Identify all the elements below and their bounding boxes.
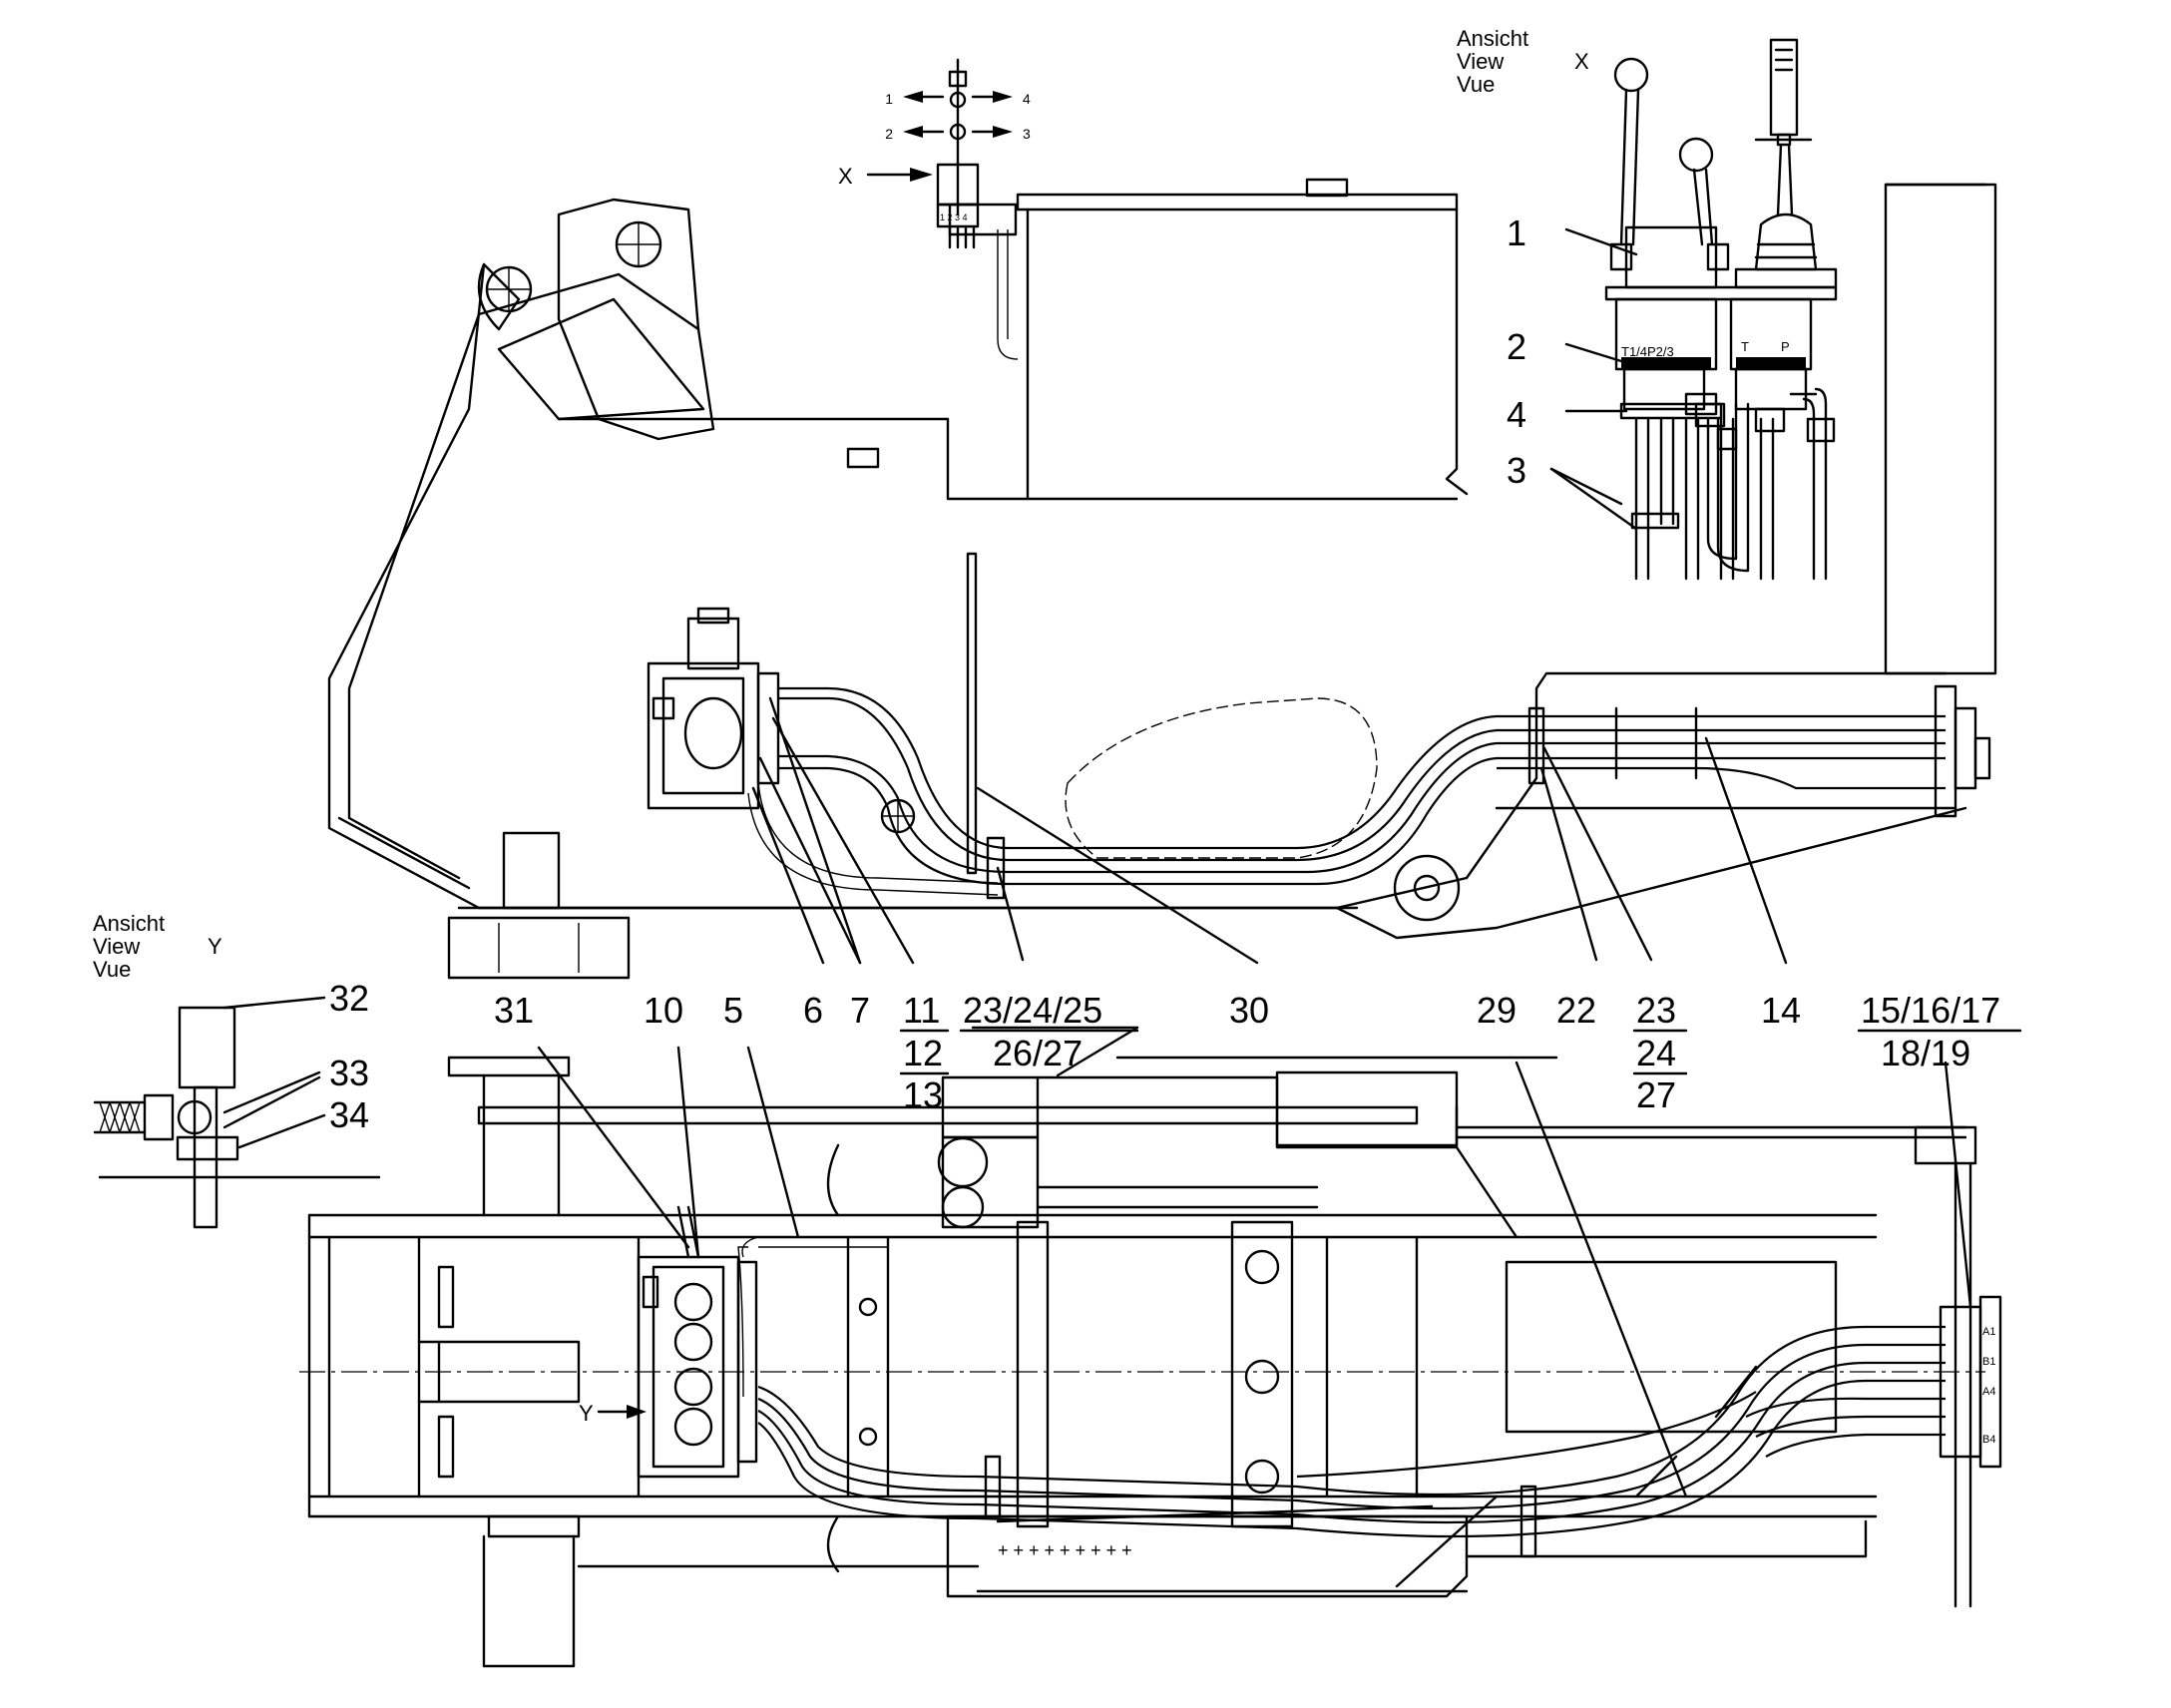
boom-mount [477,198,715,441]
callout-4: 4 [1507,394,1526,435]
callout-7: 7 [850,990,870,1031]
svg-text:+ + + + +: + + + + + + + + + [998,1540,1132,1560]
vertical-plate [966,552,1006,900]
y-arrow-label: Y [579,1401,594,1426]
hose-bundle-plan: A1 B1 A4 B4 [737,1236,2002,1558]
block-port-a4: A4 [1982,1386,1995,1398]
callout-23-24-25: 23/24/25 [963,990,1102,1031]
callout-32: 32 [329,978,369,1019]
hose-bundle-side [747,684,1991,896]
valve-port-p: P [1781,339,1790,354]
callout-26-27: 26/27 [993,1033,1083,1073]
callout-23: 23 [1636,990,1676,1031]
callout-14: 14 [1761,990,1801,1031]
block-port-b4: B4 [1982,1434,1995,1446]
x-arrow-label: X [838,164,853,189]
lever-dir-1: 1 [885,91,893,107]
lever-dir-2: 2 [885,126,893,142]
side-view: 1 2 4 3 1 2 3 4 X [327,38,1997,980]
tank-box [948,178,1469,501]
view-x-joysticks: T1/4P2/3 T P [1604,38,1838,581]
view-y-letter: Y [208,934,222,959]
callout-22: 22 [1556,990,1596,1031]
callout-24: 24 [1636,1033,1676,1073]
main-frame [327,183,1997,980]
callouts: Ansicht View Vue X Ansicht View Vue Y 1 … [93,26,2022,1135]
lever-diagram: 1 2 4 3 1 2 3 4 X [838,58,1031,249]
view-x-vue: Vue [1457,72,1495,97]
callout-11: 11 [903,990,940,1031]
callout-2: 2 [1507,326,1526,367]
callout-34: 34 [329,1094,369,1135]
callout-13: 13 [903,1074,943,1115]
callout-12: 12 [903,1033,943,1073]
callout-18-19: 18/19 [1881,1033,1970,1073]
callout-15-16-17: 15/16/17 [1861,990,2000,1031]
view-x-letter: X [1574,49,1589,74]
callout-6: 6 [803,990,823,1031]
view-y-detail [93,996,381,1229]
leader-lines [537,227,1972,1588]
valve-pilot-ports: T1/4P2/3 [1621,344,1674,359]
callout-30: 30 [1229,990,1269,1031]
callout-31: 31 [494,990,534,1031]
control-valve-plan: Y [579,1205,758,1479]
callout-33: 33 [329,1053,369,1093]
block-port-a1: A1 [1982,1326,1995,1338]
callout-5: 5 [723,990,743,1031]
callout-3: 3 [1507,450,1526,491]
view-y-vue: Vue [93,957,131,982]
plan-frame: + + + + + + + + + [299,1056,1985,1668]
lever-dir-4: 4 [1023,91,1031,107]
callout-10: 10 [644,990,683,1031]
view-y-ansicht: Ansicht [93,911,165,936]
view-x-view: View [1457,49,1504,74]
lever-dir-3: 3 [1023,126,1031,142]
lever-ports: 1 2 3 4 [940,213,968,222]
callout-27: 27 [1636,1074,1676,1115]
callout-1: 1 [1507,213,1526,253]
view-y-view: View [93,934,140,959]
control-valve-side [647,607,780,810]
callout-29: 29 [1477,990,1517,1031]
block-port-b1: B1 [1982,1356,1995,1368]
valve-port-t: T [1741,339,1749,354]
plan-view: + + + + + + + + + Y [299,1056,2002,1668]
view-x-ansicht: Ansicht [1457,26,1528,51]
